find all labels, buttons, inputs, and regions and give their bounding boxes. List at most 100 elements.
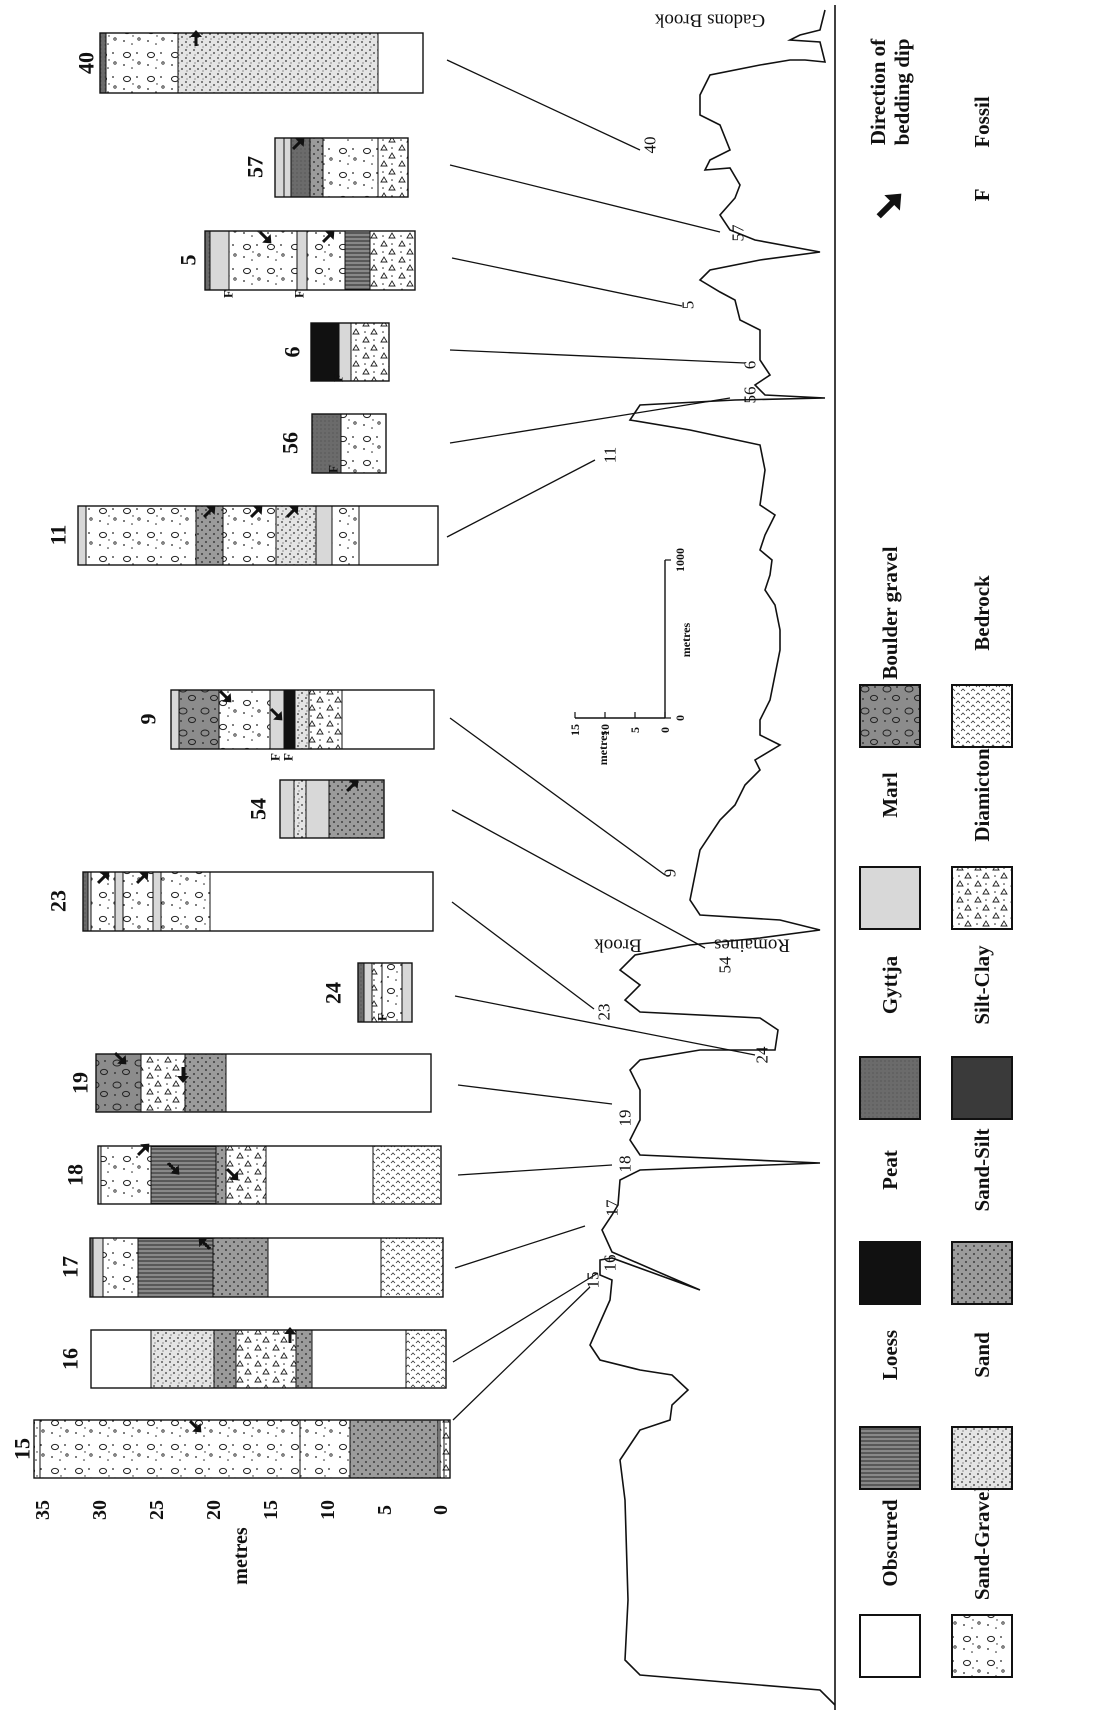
section-label: 11 <box>46 525 71 546</box>
section-label: 54 <box>246 798 271 820</box>
unit-obscured <box>266 1146 373 1204</box>
unit-marl <box>306 780 329 838</box>
fossil-marker: F <box>375 1013 390 1021</box>
unit-bedrock <box>373 1146 441 1204</box>
depth-tick-label: 0 <box>430 1505 452 1515</box>
correlation-line <box>450 165 720 232</box>
profile-section-label: 56 <box>741 387 760 404</box>
legend-fossil-symbol: F <box>970 189 994 202</box>
unit-sand <box>178 33 378 93</box>
correlation-line <box>447 60 640 150</box>
profile-section-label: 5 <box>679 301 698 310</box>
unit-peat <box>311 323 339 381</box>
depth-tick-label: 25 <box>146 1500 168 1520</box>
depth-tick-label: 10 <box>317 1500 339 1520</box>
unit-diamicton <box>309 690 342 749</box>
unit-gyttja <box>312 414 341 473</box>
depth-tick-label: 35 <box>32 1500 54 1520</box>
legend-label: Peat <box>878 1150 902 1190</box>
correlation-line <box>450 350 745 363</box>
scale-axis-label: metres <box>596 730 610 765</box>
unit-diamicton <box>378 138 408 197</box>
fossil-marker: F <box>221 290 236 298</box>
legend-label: Sand-Gravel <box>970 1486 994 1601</box>
profile-section-label: 18 <box>616 1156 635 1173</box>
unit-gyttja <box>358 963 364 1022</box>
unit-gyttja <box>83 872 88 931</box>
unit-sand-gravel <box>332 506 359 565</box>
unit-obscured <box>312 1330 406 1388</box>
unit-diamicton <box>141 1054 185 1112</box>
unit-loess <box>138 1238 213 1297</box>
depth-axis-label: metres <box>230 1527 252 1585</box>
unit-sand-silt <box>185 1054 226 1112</box>
section-56: 56 <box>278 414 387 473</box>
brook-label: Gadons Brook <box>654 10 765 31</box>
profile-section-label: 15 <box>584 1272 603 1289</box>
correlation-line <box>453 1287 590 1420</box>
section-label: 17 <box>58 1256 83 1278</box>
unit-marl <box>93 1238 103 1297</box>
unit-sand-gravel <box>103 1238 138 1297</box>
depth-tick-label: 15 <box>260 1500 282 1520</box>
legend-label: Sand <box>970 1332 994 1378</box>
correlation-line <box>455 1226 585 1268</box>
correlation-line <box>452 902 594 1009</box>
unit-marl <box>284 138 291 197</box>
legend-swatch-bedrock <box>952 685 1012 747</box>
unit-sand <box>295 690 309 749</box>
legend-swatch-gyttja <box>860 1057 920 1119</box>
unit-diamicton <box>351 323 389 381</box>
valley-profile-line <box>590 10 835 1705</box>
legend-swatch-sand-gravel <box>952 1615 1012 1677</box>
unit-sand-silt <box>329 780 384 838</box>
correlation-line <box>450 718 665 875</box>
unit-marl <box>339 323 351 381</box>
unit-boulder-gravel <box>179 690 219 749</box>
scale-bar: 151050metres01000metres <box>568 548 693 765</box>
section-label: 6 <box>280 347 305 358</box>
depth-axis: 35302520151050metres <box>32 1500 452 1585</box>
profile-section-label: 19 <box>616 1110 635 1127</box>
section-label: 5 <box>176 255 201 266</box>
unit-bedrock <box>381 1238 443 1297</box>
unit-diamicton <box>370 231 415 290</box>
correlation-line <box>452 810 705 948</box>
legend-label: Silt-Clay <box>970 945 994 1025</box>
profile-section-label: 24 <box>753 1046 772 1064</box>
section-label: 18 <box>63 1164 88 1186</box>
section-label: 9 <box>136 714 161 725</box>
unit-marl <box>210 231 229 290</box>
unit-sand-gravel <box>161 872 210 931</box>
unit-diamicton <box>440 1420 444 1478</box>
unit-obscured <box>378 33 423 93</box>
unit-marl <box>280 780 294 838</box>
unit-sand-silt <box>213 1238 268 1297</box>
legend-label: Boulder gravel <box>878 546 902 679</box>
section-17: 17 <box>58 1238 444 1297</box>
correlation-line <box>452 258 682 306</box>
unit-diamicton <box>444 1420 450 1478</box>
correlation-line <box>450 398 730 443</box>
scale-axis-label: metres <box>679 622 693 657</box>
unit-sand-gravel <box>40 1420 300 1478</box>
fossil-marker: F <box>326 465 341 473</box>
section-label: 16 <box>58 1348 83 1370</box>
profile-section-label: 17 <box>603 1199 622 1217</box>
depth-tick-label: 20 <box>203 1500 225 1520</box>
unit-obscured <box>226 1054 431 1112</box>
scale-tick-label: 5 <box>628 727 642 733</box>
scale-tick-label: 1000 <box>673 548 687 572</box>
legend-label: Diamicton <box>970 748 994 842</box>
unit-sand-silt <box>216 1146 226 1204</box>
correlation-line <box>458 1085 612 1104</box>
section-40: 40 <box>74 33 424 93</box>
section-16: 16 <box>58 1330 447 1388</box>
unit-sand-gravel <box>223 506 276 565</box>
legend-label: Loess <box>878 1330 902 1380</box>
